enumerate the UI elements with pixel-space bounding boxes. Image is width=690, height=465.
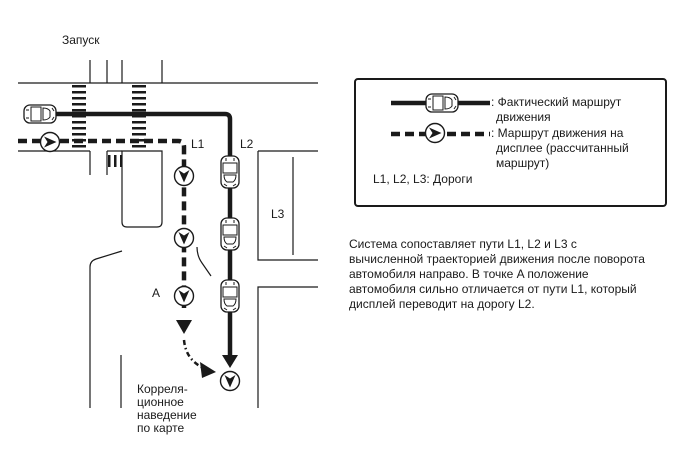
car-icon <box>23 104 57 124</box>
car-icon <box>425 93 459 113</box>
map-matching-curve <box>182 339 209 372</box>
correlation-line: Корреля- <box>137 382 188 396</box>
description-line: Система сопоставляет пути L1, L2 и L3 с <box>349 237 577 251</box>
crosswalk-mid-top <box>132 109 146 112</box>
crosswalk-mid-top <box>132 97 146 100</box>
crosswalk-mid-top <box>132 127 146 130</box>
display-route-line <box>18 138 187 308</box>
arrow-in-circle-icon <box>173 285 195 307</box>
description-line: автомобиля направо. В точке A положение <box>349 267 589 281</box>
description-line: автомобиля сильно отличается от пути L1,… <box>349 282 637 296</box>
crosswalk-left-bottom <box>108 155 111 167</box>
road-l1-right-edge <box>196 246 212 277</box>
legend-display-route-text: дисплее (рассчитанный <box>496 141 629 155</box>
legend-roads-text: L1, L2, L3: Дороги <box>373 172 472 186</box>
crosswalks <box>72 85 146 167</box>
crosswalk-left-top <box>72 103 86 106</box>
map-matching-arrowhead <box>200 362 216 378</box>
road-block-middle <box>121 150 163 228</box>
crosswalk-left-top <box>72 97 86 100</box>
display-route-arrowhead <box>176 320 192 334</box>
crosswalk-mid-top <box>132 121 146 124</box>
road-l2-right-edge-bottom <box>257 286 318 408</box>
crosswalk-left-bottom <box>120 155 123 167</box>
crosswalk-mid-top <box>132 103 146 106</box>
correlation-line: наведение <box>137 408 197 422</box>
car-icon <box>220 217 240 251</box>
crosswalk-left-top <box>72 133 86 136</box>
car-icon <box>220 155 240 189</box>
legend-display-route-text: маршрут) <box>496 156 549 170</box>
road-l3-label: L3 <box>271 207 285 221</box>
correlation-line: ционное <box>137 395 184 409</box>
correlation-line: по карте <box>137 421 184 435</box>
legend-box: : Фактический маршрут движения : Маршрут… <box>354 78 667 207</box>
correlation-label: Корреля- ционное наведение по карте <box>137 382 197 435</box>
arrow-in-circle-icon <box>219 370 241 392</box>
crosswalk-left-top <box>72 121 86 124</box>
car-icon <box>220 279 240 313</box>
road-l1-label: L1 <box>191 137 205 151</box>
description-line: дисплей переводит на дорогу L2. <box>349 297 535 311</box>
crosswalk-mid-top <box>132 85 146 88</box>
description-line: вычисленной траекторией движения после п… <box>349 252 645 266</box>
arrow-in-circle-icon <box>424 122 446 144</box>
actual-route-line <box>30 111 233 355</box>
crosswalk-mid-top <box>132 145 146 148</box>
description-text: Система сопоставляет пути L1, L2 и L3 с … <box>349 237 649 312</box>
crosswalk-mid-top <box>132 133 146 136</box>
arrow-in-circle-icon <box>173 165 195 187</box>
crosswalk-left-top <box>72 127 86 130</box>
arrow-in-circle-icon <box>39 131 61 153</box>
start-label: Запуск <box>62 33 100 47</box>
arrow-in-circle-icon <box>173 227 195 249</box>
road-l2-label: L2 <box>240 137 254 151</box>
actual-route-arrowhead <box>222 355 238 368</box>
road-l2-right-edge-top <box>257 151 318 261</box>
legend-actual-route-text: : Фактический маршрут <box>491 95 622 109</box>
legend-display-route-text: : Маршрут движения на <box>491 126 624 140</box>
crosswalk-left-top <box>72 85 86 88</box>
road-l1-left-edge <box>89 250 123 408</box>
point-a-label: A <box>152 286 160 300</box>
legend-actual-route-text: движения <box>496 110 551 124</box>
crosswalk-left-bottom <box>114 155 117 167</box>
crosswalk-left-top <box>72 91 86 94</box>
road-network <box>18 60 318 408</box>
crosswalk-mid-top <box>132 91 146 94</box>
crosswalk-left-top <box>72 109 86 112</box>
crosswalk-left-top <box>72 145 86 148</box>
